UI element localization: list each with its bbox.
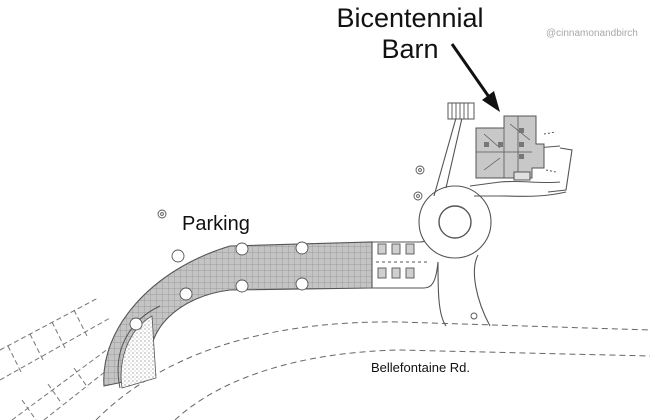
entrance-driveway: [437, 254, 491, 327]
parking-lot: [103, 241, 373, 389]
access-aisle: [372, 229, 439, 289]
roundabout: [418, 185, 492, 259]
bicentennial-barn-building: [475, 115, 557, 181]
watermark: @cinnamonandbirch: [546, 28, 638, 39]
outbuilding: [447, 102, 475, 120]
road-label: Bellefontaine Rd.: [371, 360, 471, 375]
barn-callout-arrow: [450, 43, 500, 112]
barn-label: Bicentennial Barn: [334, 3, 486, 65]
barn-label-line-2: Barn: [381, 34, 439, 64]
trees: [157, 165, 478, 320]
parking-label: Parking: [182, 213, 250, 235]
bellefontaine-road: [95, 321, 650, 420]
barn-label-line-1: Bicentennial: [336, 3, 484, 33]
